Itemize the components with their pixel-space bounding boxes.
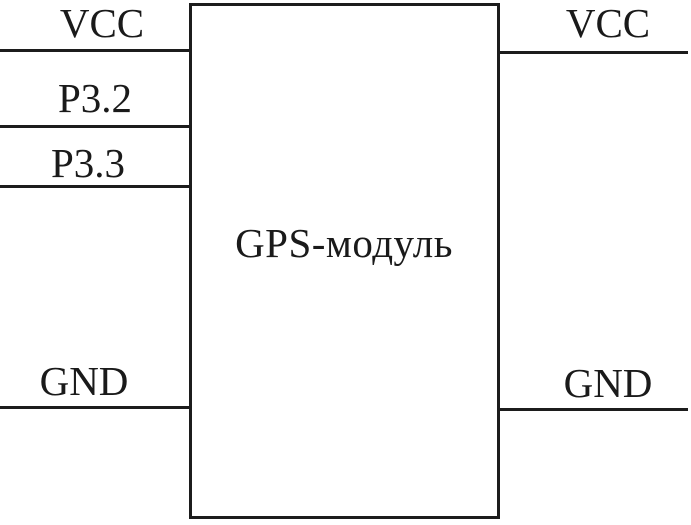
right-vcc-wire: [498, 51, 688, 54]
left-pin-label-vcc: VCC: [59, 0, 145, 46]
left-p33-wire: [0, 185, 192, 188]
left-p32-wire: [0, 125, 192, 128]
right-pin-label-gnd: GND: [563, 360, 653, 406]
left-gnd-wire: [0, 406, 192, 409]
left-pin-label-gnd: GND: [39, 358, 129, 404]
right-gnd-wire: [498, 408, 688, 411]
gps-module-label: GPS-модуль: [235, 220, 453, 266]
left-vcc-wire: [0, 49, 192, 52]
gps-module-block: [189, 3, 500, 519]
left-pin-label-p3-3: P3.3: [50, 140, 126, 186]
right-pin-label-vcc: VCC: [565, 0, 651, 46]
left-pin-label-p3-2: P3.2: [57, 75, 133, 121]
